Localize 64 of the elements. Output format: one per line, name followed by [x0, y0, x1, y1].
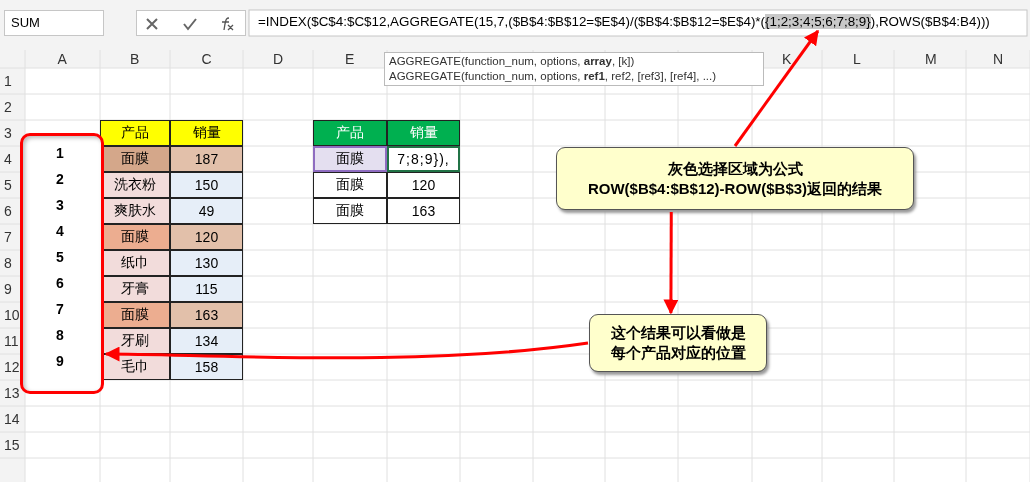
table-header: 销量 — [387, 120, 460, 146]
arrow — [663, 212, 679, 315]
sales-cell: 115 — [170, 276, 243, 302]
column-header: N — [993, 51, 1004, 67]
sales-cell: 49 — [170, 198, 243, 224]
table-header: 产品 — [100, 120, 170, 146]
sequence-number: 9 — [56, 353, 64, 369]
product-cell: 面膜 — [313, 146, 387, 172]
sequence-number: 6 — [56, 275, 64, 291]
sequence-number: 1 — [56, 145, 64, 161]
row-header: 1 — [4, 73, 12, 89]
sales-cell: 120 — [387, 172, 460, 198]
sequence-number: 8 — [56, 327, 64, 343]
sales-cell: 187 — [170, 146, 243, 172]
sales-cell: 120 — [170, 224, 243, 250]
arrow — [733, 29, 820, 147]
sales-cell: 134 — [170, 328, 243, 354]
sales-cell: 163 — [170, 302, 243, 328]
arrow — [104, 341, 589, 362]
column-header: B — [130, 51, 140, 67]
sequence-number: 5 — [56, 249, 64, 265]
row-header: 3 — [4, 125, 12, 141]
row-header: 10 — [4, 307, 20, 323]
row-header: 9 — [4, 281, 12, 297]
sequence-number: 7 — [56, 301, 64, 317]
formula-text: ),ROWS($B$4:B4))) — [870, 14, 990, 29]
column-header: K — [782, 51, 792, 67]
sales-cell: 130 — [170, 250, 243, 276]
callout-box — [556, 147, 914, 210]
table-header: 销量 — [170, 120, 243, 146]
formula-cell: 7;8;9}), — [387, 146, 460, 172]
row-header: 6 — [4, 203, 12, 219]
table-header: 产品 — [313, 120, 387, 146]
sequence-number: 4 — [56, 223, 64, 239]
callout-text: 灰色选择区域为公式 ROW($B$4:$B$12)-ROW($B$3)返回的结果 — [587, 158, 883, 199]
row-header: 11 — [4, 333, 19, 349]
row-header: 7 — [4, 229, 12, 245]
row-header: 13 — [4, 385, 20, 401]
sequence-number: 3 — [56, 197, 64, 213]
callout-text: 这个结果可以看做是每个产品对应的位置 — [609, 323, 747, 363]
column-header: C — [201, 51, 212, 67]
selected-array: {1;2;3;4;5;6;7;8;9} — [765, 14, 871, 29]
column-header: E — [345, 51, 355, 67]
name-box: SUM — [4, 10, 104, 36]
function-tooltip: AGGREGATE(function_num, options, array, [k]) AGGREGATE(function_num, options, ref1, ref2, [ref3], [ref4], ...) — [384, 52, 764, 86]
row-header: 12 — [4, 359, 20, 375]
row-header: 4 — [4, 151, 12, 167]
row-header: 5 — [4, 177, 12, 193]
column-header: D — [273, 51, 284, 67]
column-header: A — [57, 51, 67, 67]
sales-cell: 163 — [387, 198, 460, 224]
column-header: M — [925, 51, 937, 67]
product-cell: 面膜 — [313, 198, 387, 224]
sequence-number: 2 — [56, 171, 64, 187]
row-header: 14 — [4, 411, 20, 427]
product-cell: 面膜 — [313, 172, 387, 198]
sales-cell: 150 — [170, 172, 243, 198]
column-header: L — [853, 51, 861, 67]
row-header: 8 — [4, 255, 12, 271]
highlight-frame — [20, 133, 104, 394]
formula-text: =INDEX($C$4:$C$12,AGGREGATE(15,7,($B$4:$B$12=$E$4)/($B$4:$B$12=$E$4)*( — [258, 14, 766, 29]
row-header: 15 — [4, 437, 20, 453]
callout-box — [589, 314, 767, 372]
row-header: 2 — [4, 99, 12, 115]
